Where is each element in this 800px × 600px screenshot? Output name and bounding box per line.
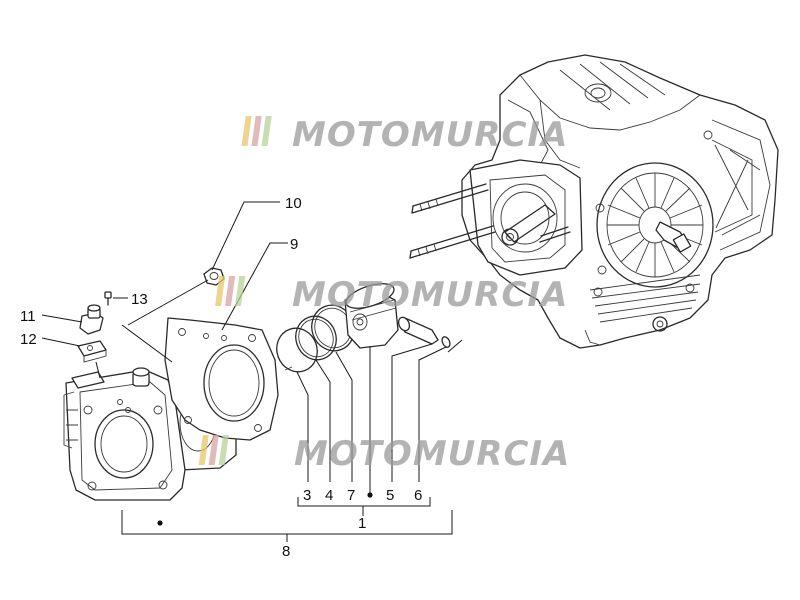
callout-13[interactable]: 13 [131, 291, 148, 308]
piston-clip-part-6[interactable] [441, 336, 452, 349]
watermark-bottom-text: MOTOMURCIA [294, 434, 570, 474]
callout-9[interactable]: 9 [290, 236, 298, 253]
group-bracket-1 [297, 497, 431, 516]
piston-part[interactable] [343, 279, 399, 349]
screw-part-13[interactable] [104, 291, 112, 306]
piston-ring-part-4[interactable] [290, 310, 343, 365]
callout-7[interactable]: 7 [347, 487, 355, 504]
callout-1[interactable]: 1 [358, 515, 366, 532]
stud-bolt-right[interactable] [539, 226, 571, 243]
cylinder-gasket-part[interactable] [164, 317, 279, 441]
stud-bolt-upper[interactable] [411, 183, 489, 214]
callout-3[interactable]: 3 [303, 487, 311, 504]
stud-bolt-lower[interactable] [409, 225, 496, 259]
watermark-top-text: MOTOMURCIA [292, 115, 568, 155]
watermark-top: MOTOMURCIA [241, 115, 568, 155]
dot-marker-cylinder [157, 520, 163, 526]
callout-5[interactable]: 5 [386, 487, 394, 504]
watermark-middle-text: MOTOMURCIA [292, 275, 568, 315]
group-bracket-8 [121, 510, 453, 542]
callout-12[interactable]: 12 [20, 331, 37, 348]
callout-8[interactable]: 8 [282, 543, 290, 560]
callout-6[interactable]: 6 [414, 487, 422, 504]
callout-11[interactable]: 11 [20, 308, 36, 325]
bracket-part-12[interactable] [77, 340, 107, 363]
bracket-part-11[interactable] [79, 304, 104, 335]
crankcase-part[interactable] [461, 54, 779, 349]
piston-ring-part-3[interactable] [271, 322, 324, 377]
callout-10[interactable]: 10 [285, 195, 302, 212]
dot-marker-piston [367, 492, 373, 498]
piston-pin-part-5[interactable] [397, 316, 439, 345]
watermark-bottom: MOTOMURCIA [198, 434, 570, 474]
callout-4[interactable]: 4 [325, 487, 333, 504]
watermark-middle: MOTOMURCIA [214, 275, 568, 315]
